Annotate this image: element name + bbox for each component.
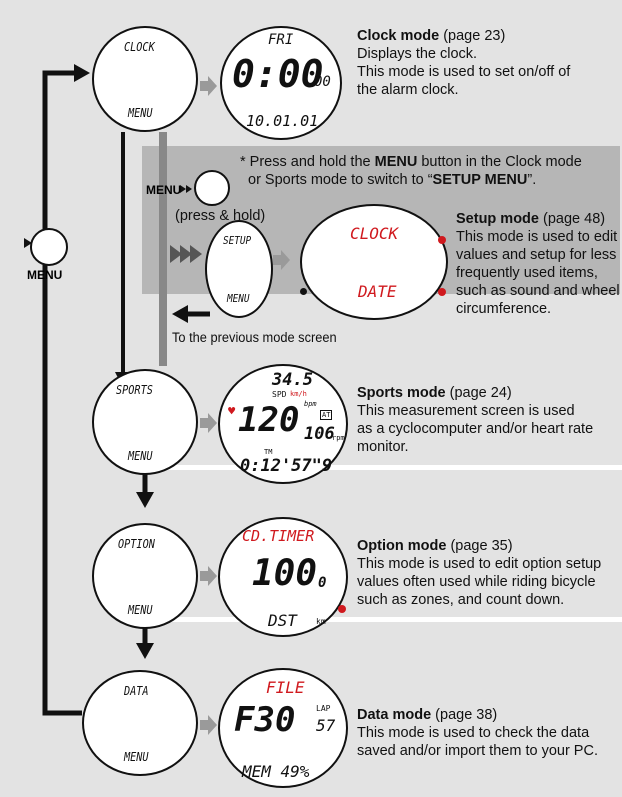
- back-label: To the previous mode screen: [172, 330, 337, 345]
- clock-desc-line2: This mode is used to set on/off of: [357, 64, 571, 80]
- sports-mode-description: Sports mode (page 24) This measurement s…: [357, 384, 619, 456]
- black-indicator-dot: [300, 288, 307, 295]
- menu-button-icon[interactable]: [30, 228, 68, 266]
- setup-note-prefix: * Press and hold the: [240, 154, 371, 170]
- option-button-top-label: OPTION: [118, 537, 155, 551]
- data-button-bottom-label: MENU: [124, 750, 149, 764]
- data-desc-line2: saved and/or import them to your PC.: [357, 743, 598, 759]
- sports-screen-cadence: 106: [304, 424, 335, 444]
- data-display-screen: FILE F30 LAP 57 MEM 49%: [218, 668, 348, 788]
- clock-button-top-label: CLOCK: [124, 40, 155, 54]
- setup-note-setup: SETUP MENU: [432, 172, 528, 188]
- red-indicator-dot: [438, 288, 446, 296]
- data-screen-file: FILE: [266, 678, 305, 697]
- setup-desc-line5: circumference.: [456, 301, 552, 317]
- separator-line: [152, 617, 622, 622]
- setup-menu-note: * Press and hold the MENU button in the …: [240, 153, 620, 189]
- sports-mode-page: (page 24): [449, 385, 512, 401]
- setup-desc-line4: such as sound and wheel: [456, 283, 620, 299]
- option-menu-button-screen[interactable]: OPTION MENU: [92, 523, 198, 629]
- sports-button-top-label: SPORTS: [116, 383, 153, 397]
- clock-mode-page: (page 23): [443, 28, 506, 44]
- red-indicator-dot: [438, 236, 446, 244]
- option-screen-decimal: 0: [318, 575, 327, 591]
- left-menu-label: MENU: [27, 268, 63, 282]
- setup-menu-label: MENU: [146, 183, 182, 197]
- press-hold-label: (press & hold): [175, 208, 266, 224]
- setup-menu-button-icon[interactable]: [194, 170, 230, 206]
- clock-desc-line3: the alarm clock.: [357, 82, 459, 98]
- clock-desc-line1: Displays the clock.: [357, 46, 478, 62]
- clock-menu-button-screen[interactable]: CLOCK MENU: [92, 26, 198, 132]
- clock-screen-seconds: 00: [314, 74, 331, 90]
- option-screen-dst: DST: [268, 611, 297, 630]
- setup-desc-line2: values and setup for less: [456, 247, 617, 263]
- option-mode-description: Option mode (page 35) This mode is used …: [357, 537, 621, 609]
- clock-mode-title: Clock mode: [357, 28, 440, 44]
- heart-icon: ♥: [228, 404, 236, 418]
- option-display-screen: CD.TIMER 100 0 DST km: [218, 517, 348, 637]
- clock-mode-description: Clock mode (page 23) Displays the clock.…: [357, 27, 617, 99]
- setup-note-line2-prefix: or Sports mode to switch to “: [248, 172, 433, 188]
- sports-button-bottom-label: MENU: [128, 449, 153, 463]
- red-indicator-dot: [338, 605, 346, 613]
- data-screen-memory: MEM 49%: [242, 762, 310, 781]
- data-mode-title: Data mode: [357, 707, 432, 723]
- sports-screen-at: AT: [320, 410, 333, 420]
- sports-display-screen: 34.5 SPD km/h bpm ♥ 120 AT 106 rpm TM 0:…: [218, 364, 348, 484]
- setup-note-line2-suffix: ”.: [527, 172, 537, 188]
- sports-screen-kmh: km/h: [290, 390, 307, 398]
- sports-screen-spd: SPD: [272, 390, 287, 399]
- sports-screen-heart-rate: 120: [238, 400, 300, 440]
- sports-screen-rpm: rpm: [332, 434, 345, 442]
- sports-mode-title: Sports mode: [357, 385, 446, 401]
- sports-screen-tm: TM: [264, 448, 273, 456]
- option-desc-line2: values often used while riding bicycle: [357, 574, 596, 590]
- data-screen-lap-label: LAP: [316, 704, 331, 713]
- option-screen-cd-timer: CD.TIMER: [242, 527, 315, 545]
- clock-screen-day: FRI: [268, 32, 294, 48]
- setup-note-menu: MENU: [374, 154, 418, 170]
- data-desc-line1: This mode is used to check the data: [357, 725, 590, 741]
- sports-screen-time: 0:12'57"9: [240, 456, 333, 476]
- sports-desc-line2: as a cyclocomputer and/or heart rate: [357, 421, 594, 437]
- option-desc-line1: This mode is used to edit option setup: [357, 556, 602, 572]
- data-mode-description: Data mode (page 38) This mode is used to…: [357, 706, 621, 760]
- data-mode-page: (page 38): [435, 707, 498, 723]
- sports-screen-bpm: bpm: [304, 400, 317, 408]
- setup-desc-line3: frequently used items,: [456, 265, 598, 281]
- setup-note-suffix: button in the Clock mode: [421, 154, 582, 170]
- setup-menu-button-screen[interactable]: SETUP MENU: [205, 220, 273, 318]
- sports-desc-line1: This measurement screen is used: [357, 403, 575, 419]
- sports-desc-line3: monitor.: [357, 439, 409, 455]
- option-mode-title: Option mode: [357, 538, 447, 554]
- option-button-bottom-label: MENU: [128, 603, 153, 617]
- setup-mode-title: Setup mode: [456, 211, 539, 227]
- option-mode-page: (page 35): [450, 538, 513, 554]
- clock-screen-date: 10.01.01: [246, 112, 319, 130]
- option-screen-value: 100: [252, 553, 318, 594]
- option-desc-line3: such as zones, and count down.: [357, 592, 565, 608]
- sports-menu-button-screen[interactable]: SPORTS MENU: [92, 369, 198, 475]
- separator-line: [152, 465, 622, 470]
- clock-display-screen: FRI 0:00 00 10.01.01: [220, 26, 342, 140]
- setup-button-bottom-label: MENU: [227, 292, 250, 305]
- setup-desc-line1: This mode is used to edit: [456, 229, 618, 245]
- clock-button-bottom-label: MENU: [128, 106, 153, 120]
- setup-mode-page: (page 48): [543, 211, 606, 227]
- setup-mode-description: Setup mode (page 48) This mode is used t…: [456, 210, 622, 318]
- setup-screen-clock: CLOCK: [350, 224, 399, 243]
- data-screen-lap-value: 57: [316, 716, 336, 735]
- setup-display-screen: CLOCK DATE: [300, 204, 448, 320]
- sports-screen-speed: 34.5: [272, 370, 313, 390]
- option-screen-unit: km: [316, 617, 326, 626]
- clock-screen-time: 0:00: [232, 52, 324, 96]
- data-menu-button-screen[interactable]: DATA MENU: [82, 670, 198, 776]
- data-screen-file-number: F30: [234, 700, 296, 740]
- setup-button-top-label: SETUP: [223, 234, 252, 247]
- data-button-top-label: DATA: [124, 684, 149, 698]
- setup-screen-date: DATE: [358, 282, 397, 301]
